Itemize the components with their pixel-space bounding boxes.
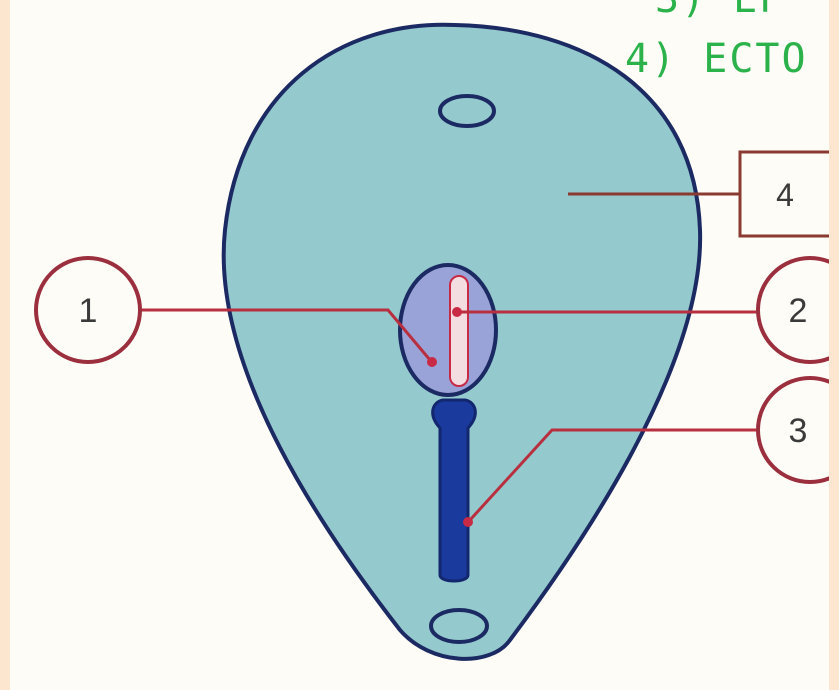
right-border-strip (829, 0, 839, 690)
label-circle-2-text: 2 (789, 292, 808, 330)
label-circle-3: 3 (758, 378, 839, 482)
leader-dot-2 (452, 307, 462, 317)
leader-dot-1 (427, 357, 437, 367)
notochord (433, 400, 476, 581)
label-circle-1: 1 (36, 258, 140, 362)
node-oval (400, 265, 496, 395)
label-box-4-text: 4 (776, 177, 794, 213)
lower-opening (431, 610, 487, 642)
note-line-4: 4) ECTO (625, 36, 808, 82)
label-circle-1-text: 1 (79, 292, 98, 330)
upper-opening (440, 96, 494, 126)
leader-dot-3 (463, 517, 473, 527)
label-box-4: 4 (740, 152, 839, 236)
primitive-streak (450, 276, 468, 386)
label-circle-2: 2 (758, 258, 839, 362)
label-circle-3-text: 3 (789, 412, 808, 450)
note-line-3: 3) EP (655, 0, 785, 22)
